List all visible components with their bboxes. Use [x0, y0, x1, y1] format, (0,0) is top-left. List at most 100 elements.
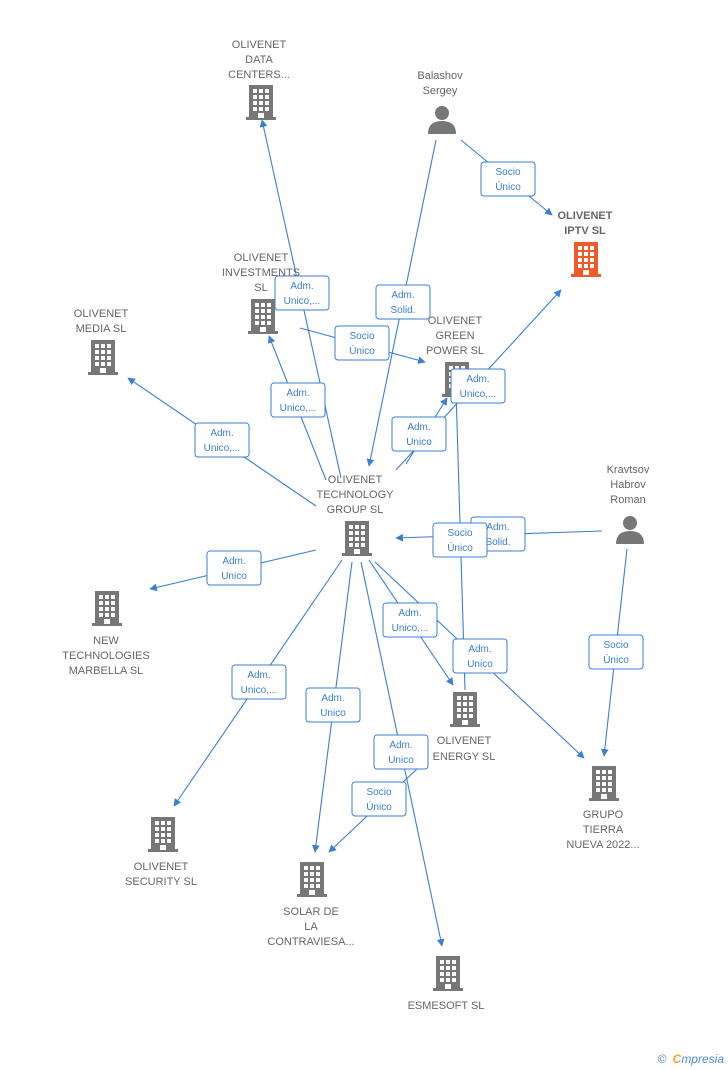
edge-label-techgroup-to-investments[interactable]: Adm. Unico,...	[270, 382, 326, 418]
node-solar[interactable]: SOLAR DELACONTRAVIESA...	[267, 862, 355, 948]
person-icon	[616, 516, 644, 544]
node-label-line: OLIVENET	[437, 735, 492, 747]
edge-label-line: Socio	[447, 528, 472, 539]
edge-label-line: Socio	[603, 640, 628, 651]
node-label-line: OLIVENET	[428, 315, 483, 327]
edge-label-techgroup-to-newtech[interactable]: Adm. Unico	[206, 550, 262, 586]
person-icon	[428, 106, 456, 134]
edge-labels-layer: SocioÚnicoAdm.Solid.Adm.Unico,...Adm.Uni…	[194, 161, 644, 817]
edge-label-techgroup-to-esmesoft[interactable]: Adm.Unico	[373, 734, 429, 770]
edge-label-techgroup-to-greenpower[interactable]: Adm. Unico	[391, 416, 447, 452]
node-label-line: OLIVENET	[557, 210, 612, 222]
edge-label-line: Unico	[388, 755, 414, 766]
node-label-line: Roman	[610, 494, 645, 506]
node-iptv[interactable]: OLIVENET IPTV SL	[557, 210, 613, 277]
edge-label-techgroup-to-media[interactable]: Adm. Unico,...	[194, 422, 250, 458]
company-building-icon	[297, 862, 327, 897]
node-label-line: IPTV SL	[564, 225, 606, 237]
edge-label-line: Unico,...	[204, 443, 241, 454]
node-label-line: Habrov	[610, 479, 646, 491]
edge-label-line: Adm.	[398, 608, 421, 619]
company-building-icon	[589, 766, 619, 801]
edge-label-techgroup-to-security[interactable]: Adm.Unico,...	[231, 664, 287, 700]
node-label-line: ESMESOFT SL	[408, 1000, 485, 1012]
edge-label-line: Solid.	[390, 305, 415, 316]
edge-label-line: Socio	[349, 331, 374, 342]
edge-label-balashov-to-techgroup[interactable]: Adm. Solid.	[375, 284, 431, 320]
node-label-line: POWER SL	[426, 345, 484, 357]
company-building-icon	[88, 340, 118, 375]
edge-label-line: Adm.	[466, 374, 489, 385]
edge-label-line: Adm.	[391, 290, 414, 301]
edge-label-line: Adm.	[210, 428, 233, 439]
edge-label-line: Adm.	[407, 422, 430, 433]
edge-label-line: Unico	[406, 437, 432, 448]
copyright-icon: ©	[657, 1052, 667, 1066]
node-label-line: DATA	[245, 54, 273, 66]
company-building-icon	[248, 299, 278, 334]
edge-label-line: Unico,...	[392, 623, 429, 634]
node-label-line: NUEVA 2022...	[566, 839, 639, 851]
node-esmesoft[interactable]: ESMESOFT SL	[408, 956, 485, 1012]
edge-label-line: Adm.	[468, 644, 491, 655]
company-building-icon	[450, 692, 480, 727]
edges-layer	[127, 119, 628, 947]
node-label-line: OLIVENET	[232, 39, 287, 51]
edge-label-line: Adm.	[486, 522, 509, 533]
edge-label-line: Adm.	[222, 556, 245, 567]
edge-label-line: Único	[447, 541, 473, 554]
edge-label-line: Unico,...	[280, 403, 317, 414]
footer-brand: ©Cmpresia	[658, 1052, 724, 1066]
edge-label-line: Unico,...	[460, 389, 497, 400]
node-label-line: TIERRA	[583, 824, 624, 836]
node-label-line: Sergey	[423, 85, 458, 97]
node-techgroup[interactable]: OLIVENET TECHNOLOGY GROUP SL	[316, 474, 394, 556]
edge-label-techgroup-to-energy[interactable]: Adm. Unico,...	[382, 602, 438, 638]
edge-label-line: Adm.	[290, 281, 313, 292]
node-label-line: NEW	[93, 635, 119, 647]
edge-label-line: Único	[349, 344, 375, 357]
edge-label-line: Adm.	[321, 693, 344, 704]
nodes-layer: OLIVENETDATACENTERS...BalashovSergeyOLIV…	[62, 39, 650, 1012]
edge-label-techgroup-to-solar[interactable]: Adm. Unico	[305, 687, 361, 723]
node-label-line: LA	[304, 921, 318, 933]
edge-label-techgroup-to-iptv[interactable]: Adm. Unico,...	[450, 368, 506, 404]
node-label-line: GRUPO	[583, 809, 624, 821]
node-datacenters[interactable]: OLIVENETDATACENTERS...	[228, 39, 290, 120]
edge-label-line: Unico	[320, 708, 346, 719]
company-building-icon	[342, 521, 372, 556]
edge-label-line: Adm.	[286, 388, 309, 399]
edge-label-line: Unico,...	[284, 296, 321, 307]
node-label-line: SECURITY SL	[125, 876, 197, 888]
company-building-icon	[92, 591, 122, 626]
node-label-line: GROUP SL	[327, 504, 384, 516]
brand-initial: C	[672, 1052, 682, 1066]
node-label-line: SOLAR DE	[283, 906, 339, 918]
company-building-icon	[571, 242, 601, 277]
edge-label-line: Único	[366, 800, 392, 813]
edge-label-line: Unico	[221, 571, 247, 582]
edge-label-line: Solid.	[485, 537, 510, 548]
node-tierra[interactable]: GRUPO TIERRA NUEVA 2022...	[566, 766, 640, 851]
edge-label-line: Único	[495, 180, 521, 193]
edge-label-techgroup-to-tierra[interactable]: Adm.Unico	[452, 638, 508, 674]
node-label-line: TECHNOLOGY	[316, 489, 394, 501]
company-building-icon	[246, 85, 276, 120]
node-label-line: OLIVENET	[328, 474, 383, 486]
company-building-icon	[433, 956, 463, 991]
edge-label-techgroup-to-datacenters[interactable]: Adm. Unico,...	[274, 275, 330, 311]
node-label-line: OLIVENET	[234, 252, 289, 264]
